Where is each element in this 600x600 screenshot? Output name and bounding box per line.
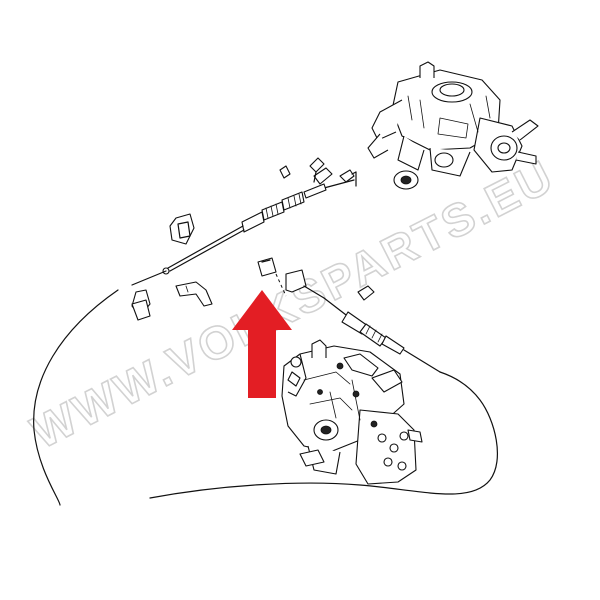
mounting-bracket xyxy=(131,281,213,321)
accelerator-cable xyxy=(323,297,441,373)
routing-line xyxy=(33,289,119,506)
accelerator-cable xyxy=(131,167,357,286)
routing-line xyxy=(149,371,498,499)
injection-pump xyxy=(281,339,423,485)
indicator-arrow xyxy=(232,290,292,398)
cable-clip xyxy=(257,257,375,301)
carburetor xyxy=(367,61,539,190)
cable-clip xyxy=(279,157,325,183)
rubber-grommet xyxy=(169,213,195,245)
